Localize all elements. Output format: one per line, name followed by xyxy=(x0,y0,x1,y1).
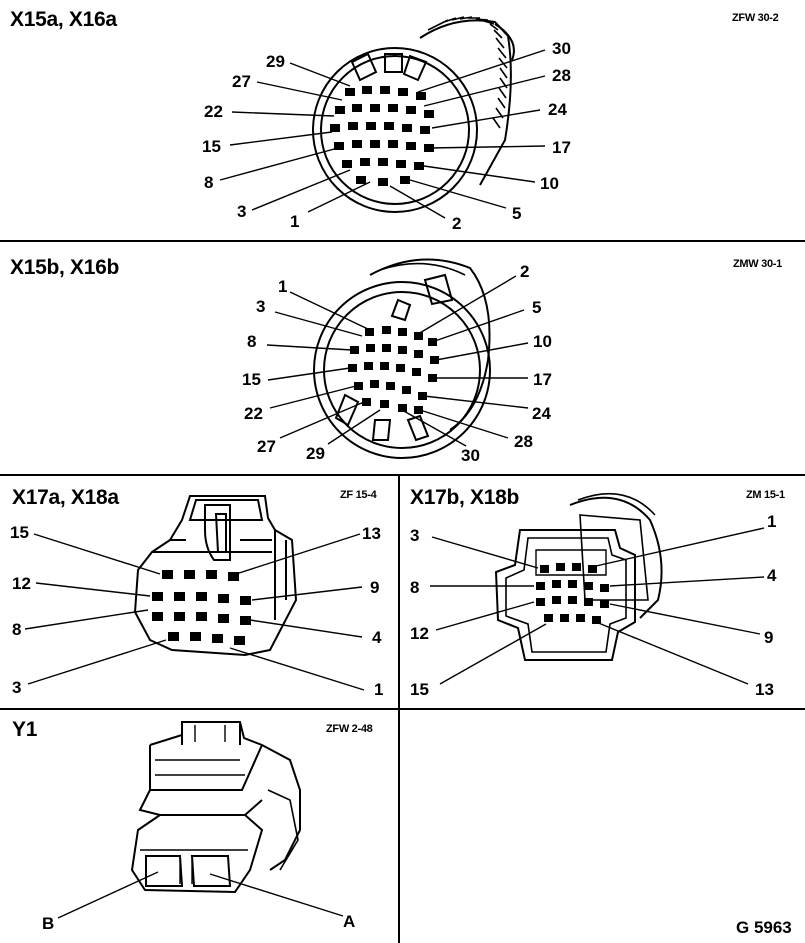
pin-label-10: 10 xyxy=(533,332,552,351)
figure-id: G 5963 xyxy=(736,918,792,937)
pin-label-13: 13 xyxy=(755,680,774,699)
pin-label-1: 1 xyxy=(278,277,288,296)
pin-label-2: 2 xyxy=(520,262,530,281)
pin-label-3: 3 xyxy=(256,297,266,316)
part-code: ZF 15-4 xyxy=(340,489,377,501)
pin-label-27: 27 xyxy=(232,72,251,91)
pin-label-b: B xyxy=(42,914,55,933)
pin-label-22: 22 xyxy=(244,404,263,423)
pin-label-2: 2 xyxy=(452,214,462,233)
pin-label-8: 8 xyxy=(12,620,22,639)
part-code: ZM 15-1 xyxy=(746,489,785,501)
pin-label-17: 17 xyxy=(552,138,571,157)
pin-label-29: 29 xyxy=(306,444,325,463)
panel-title: X15a, X16a xyxy=(10,8,117,31)
connector-drawing-x17a xyxy=(24,495,365,691)
pin-label-13: 13 xyxy=(362,524,381,543)
pin-label-15: 15 xyxy=(410,680,429,699)
pin-label-12: 12 xyxy=(410,624,429,643)
pin-label-1: 1 xyxy=(290,212,300,231)
pin-label-3: 3 xyxy=(237,202,247,221)
pin-label-29: 29 xyxy=(266,52,285,71)
divider-lower xyxy=(0,708,805,710)
pin-label-5: 5 xyxy=(512,204,522,223)
connector-drawing-x15a xyxy=(219,16,546,219)
panel-title: Y1 xyxy=(12,718,38,741)
pin-label-12: 12 xyxy=(12,574,31,593)
pin-label-24: 24 xyxy=(532,404,551,423)
pin-label-30: 30 xyxy=(552,39,571,58)
pin-label-28: 28 xyxy=(552,66,571,85)
pin-label-a: A xyxy=(343,912,356,931)
panel-title: X17a, X18a xyxy=(12,486,119,509)
divider-top xyxy=(0,240,805,242)
divider-vertical xyxy=(398,475,400,943)
pin-label-9: 9 xyxy=(370,578,380,597)
part-code: ZFW 2-48 xyxy=(326,723,373,735)
pin-label-10: 10 xyxy=(540,174,559,193)
part-code: ZMW 30-1 xyxy=(733,258,782,270)
pin-label-1: 1 xyxy=(374,680,384,699)
pin-label-1: 1 xyxy=(767,512,777,531)
pin-label-15: 15 xyxy=(202,137,221,156)
connector-drawing-x15b xyxy=(266,258,529,459)
pin-label-8: 8 xyxy=(247,332,257,351)
pin-label-24: 24 xyxy=(548,100,567,119)
panel-title: X17b, X18b xyxy=(410,486,520,509)
connector-drawing-x17b xyxy=(430,492,765,685)
pin-label-8: 8 xyxy=(204,173,214,192)
pin-label-30: 30 xyxy=(461,446,480,465)
pin-label-3: 3 xyxy=(12,678,22,697)
pin-label-22: 22 xyxy=(204,102,223,121)
pin-label-3: 3 xyxy=(410,526,420,545)
pin-label-4: 4 xyxy=(372,628,382,647)
pin-label-4: 4 xyxy=(767,566,777,585)
pin-label-27: 27 xyxy=(257,437,276,456)
pin-label-15: 15 xyxy=(10,523,29,542)
part-code: ZFW 30-2 xyxy=(732,12,779,24)
pin-label-15: 15 xyxy=(242,370,261,389)
connector-drawing-y1 xyxy=(57,721,344,919)
pin-label-17: 17 xyxy=(533,370,552,389)
pin-label-9: 9 xyxy=(764,628,774,647)
panel-title: X15b, X16b xyxy=(10,256,120,279)
pin-label-28: 28 xyxy=(514,432,533,451)
divider-middle xyxy=(0,474,805,476)
pin-label-8: 8 xyxy=(410,578,420,597)
pin-label-5: 5 xyxy=(532,298,542,317)
